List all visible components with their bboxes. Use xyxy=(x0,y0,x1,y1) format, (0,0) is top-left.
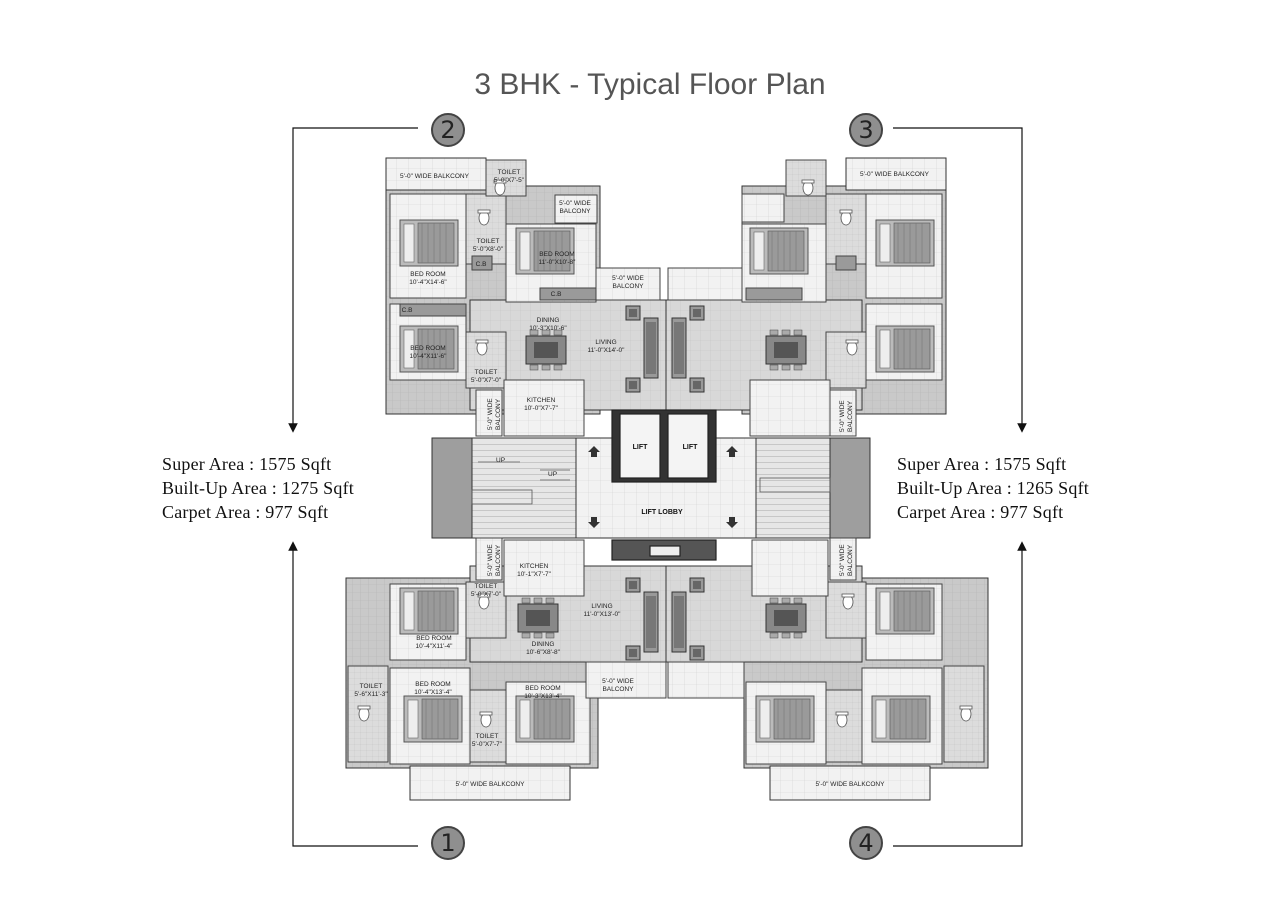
label-toilet-tl-mid-size: 5'-0"X8'-0" xyxy=(473,246,504,253)
label-toilet-tl-top-size: 5'-0"X7'-5" xyxy=(494,177,525,184)
label-balcony-br: 5'-0" WIDE BALKCONY xyxy=(816,781,886,788)
guide-line-unit-2 xyxy=(288,127,418,433)
label-living-bottom-size: 11'-0"X13'-0" xyxy=(584,611,622,618)
label-bed-tl-second: BED ROOM xyxy=(539,251,574,258)
lift-core xyxy=(611,409,717,561)
label-lift-lobby: LIFT LOBBY xyxy=(641,509,683,516)
label-lift-2: LIFT xyxy=(683,444,698,451)
label-toilet-tl-low-size: 5'-0"X7'-0" xyxy=(471,377,502,384)
label-living-top: LIVING xyxy=(595,339,616,346)
label-kitchen-top-size: 10'-0"X7'-7" xyxy=(524,405,559,412)
label-dining-bottom-size: 10'-6"X8'-8" xyxy=(526,649,561,656)
label-stair-up-1: UP xyxy=(496,457,505,464)
label-cb-tl-2: C.B xyxy=(551,291,562,298)
label-dining-bottom: DINING xyxy=(532,641,555,648)
label-bed-bl-top-size: 10'-4"X11'-4" xyxy=(416,643,454,650)
label-balcony-vert-br: 5'-0" WIDE xyxy=(839,544,846,576)
label-kitchen-bottom-size: 10'-1"X7'-7" xyxy=(517,571,552,578)
label-kitchen-bottom: KITCHEN xyxy=(520,563,549,570)
unit-badge-1: 1 xyxy=(431,826,465,860)
label-balcony-vert-tl: 5'-0" WIDE xyxy=(487,398,494,430)
left-carpet-area: Carpet Area : 977 Sqft xyxy=(162,502,329,522)
label-toilet-bl-small-size: 5'-0"X7'-7" xyxy=(472,741,503,748)
label-balcony-tr: 5'-0" WIDE BALKCONY xyxy=(860,171,930,178)
label-toilet-bl-side: TOILET xyxy=(360,683,383,690)
guide-line-unit-3 xyxy=(893,127,1027,433)
label-balcony-vert-tr: 5'-0" WIDE xyxy=(839,400,846,432)
label-kitchen-top: KITCHEN xyxy=(527,397,556,404)
room-labels: 5'-0" WIDE BALKCONY TOILET 5'-0"X7'-5" 5… xyxy=(354,169,929,788)
label-balcony-bl: 5'-0" WIDE BALKCONY xyxy=(456,781,526,788)
label-lift-1: LIFT xyxy=(633,444,648,451)
stair-lines xyxy=(471,461,831,505)
label-living-bottom: LIVING xyxy=(591,603,612,610)
right-carpet-area: Carpet Area : 977 Sqft xyxy=(897,502,1064,522)
label-bed-bl-second-size: 10'-3"X13'-4" xyxy=(524,693,562,700)
page-title: 3 BHK - Typical Floor Plan xyxy=(474,68,826,101)
label-bed-bl-main-size: 10'-4"X13'-4" xyxy=(414,689,452,696)
label-bed-tl-third: BED ROOM xyxy=(410,345,445,352)
label-dining-top-size: 10'-3"X10'-6" xyxy=(529,325,567,332)
label-toilet-bl-top: TOILET xyxy=(475,583,498,590)
label-cb-tl-1: C.B xyxy=(476,261,487,268)
label-bed-tl-second-size: 11'-0"X10'-8" xyxy=(539,259,577,266)
label-toilet-bl-side-size: 5'-6"X11'-3" xyxy=(354,691,388,698)
label-balcony-tl-mid: 5'-0" WIDE xyxy=(612,275,644,282)
label-living-top-size: 11'-0"X14'-0" xyxy=(588,347,626,354)
vertical-balcony-labels: 5'-0" WIDE BALCONY 5'-0" WIDE BALCONY 5'… xyxy=(487,398,854,576)
label-balcony-tl-small: 5'-0" WIDE xyxy=(559,200,591,207)
label-toilet-tl-top: TOILET xyxy=(498,169,521,176)
label-toilet-bl-small: TOILET xyxy=(476,733,499,740)
label-toilet-tl-low: TOILET xyxy=(475,369,498,376)
label-bed-bl-main: BED ROOM xyxy=(415,681,450,688)
label-toilet-tl-mid: TOILET xyxy=(477,238,500,245)
label-bed-tl-main: BED ROOM xyxy=(410,271,445,278)
left-area-details: Super Area : 1575 Sqft Built-Up Area : 1… xyxy=(162,452,354,524)
right-super-area: Super Area : 1575 Sqft xyxy=(897,454,1067,474)
label-balcony-tl-small-word: BALCONY xyxy=(559,208,591,215)
label-cb-tl-3: C.B xyxy=(402,307,413,314)
unit-badge-2: 2 xyxy=(431,113,465,147)
label-balcony-tl: 5'-0" WIDE BALKCONY xyxy=(400,173,470,180)
label-balcony-vert-tl-word: BALCONY xyxy=(495,398,502,430)
label-balcony-vert-tr-word: BALCONY xyxy=(847,400,854,432)
left-built-up-area: Built-Up Area : 1275 Sqft xyxy=(162,478,354,498)
guide-line-unit-4 xyxy=(893,541,1027,847)
label-dining-top: DINING xyxy=(537,317,560,324)
right-area-details: Super Area : 1575 Sqft Built-Up Area : 1… xyxy=(897,452,1089,524)
label-balcony-bl-mid-word: BALCONY xyxy=(602,686,634,693)
unit-badge-4: 4 xyxy=(849,826,883,860)
label-balcony-bl-mid: 5'-0" WIDE xyxy=(602,678,634,685)
left-super-area: Super Area : 1575 Sqft xyxy=(162,454,332,474)
label-bed-tl-main-size: 10'-4"X14'-6" xyxy=(409,279,447,286)
label-bed-bl-top: BED ROOM xyxy=(416,635,451,642)
label-toilet-bl-top-size: 5'-0"X7'-0" xyxy=(471,591,502,598)
label-bed-tl-third-size: 10'-4"X11'-6" xyxy=(410,353,448,360)
label-bed-bl-second: BED ROOM xyxy=(525,685,560,692)
label-stair-up-2: UP xyxy=(548,471,557,478)
label-balcony-tl-mid-word: BALCONY xyxy=(612,283,644,290)
right-built-up-area: Built-Up Area : 1265 Sqft xyxy=(897,478,1089,498)
guide-line-unit-1 xyxy=(288,541,418,847)
core-arrows xyxy=(588,446,738,528)
label-balcony-vert-bl-word: BALCONY xyxy=(495,544,502,576)
label-balcony-vert-bl: 5'-0" WIDE xyxy=(487,544,494,576)
label-balcony-vert-br-word: BALCONY xyxy=(847,544,854,576)
unit-badge-3: 3 xyxy=(849,113,883,147)
